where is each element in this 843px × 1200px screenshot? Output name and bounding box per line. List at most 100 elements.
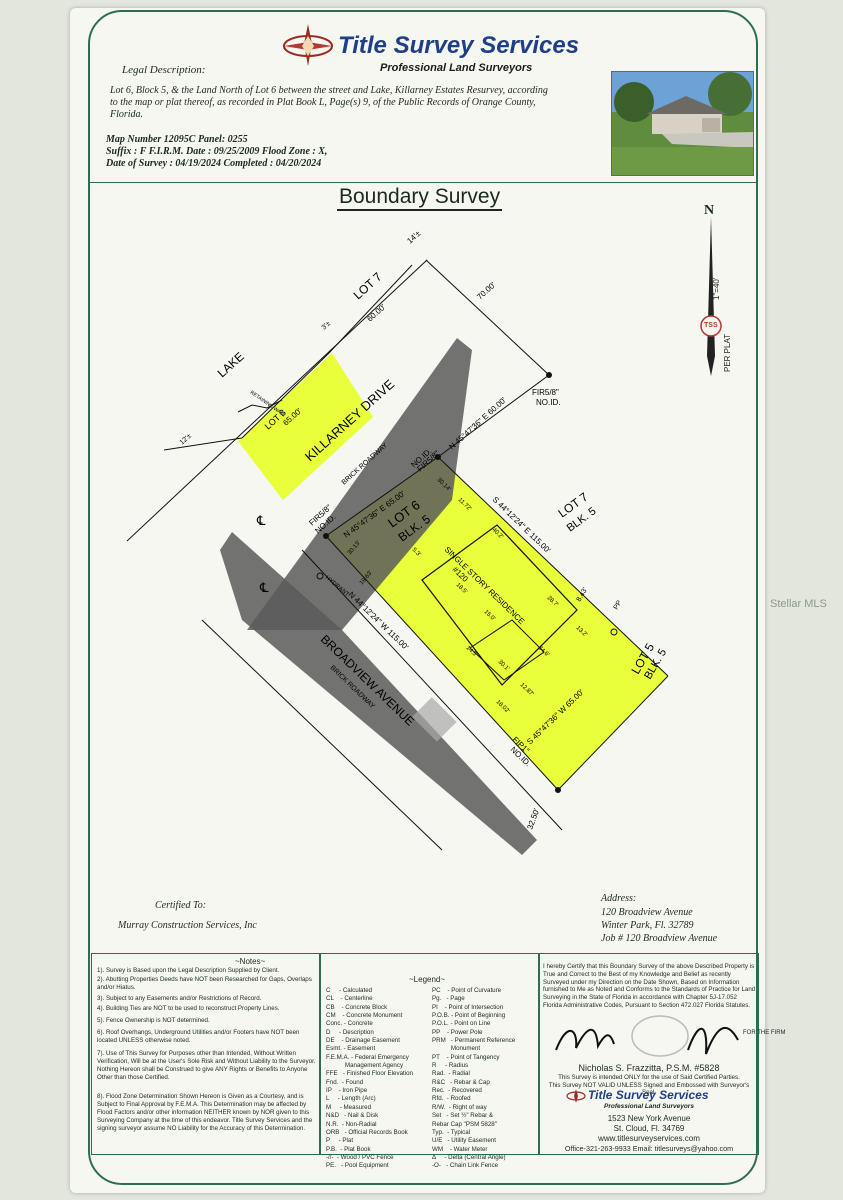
tss-seal-label: TSS: [704, 322, 718, 329]
legend-entry: WM - Water Meter: [432, 1145, 488, 1153]
legend-entry: IP - Iron Pipe: [326, 1087, 368, 1095]
note-item: 3). Subject to any Easements and/or Rest…: [97, 995, 262, 1002]
legend-entry: CM - Concrete Monument: [326, 1012, 403, 1020]
legal-description-label: Legal Description:: [122, 64, 206, 76]
legend-entry: FFE - Finished Floor Elevation: [326, 1070, 413, 1078]
note-item: 1). Survey is Based upon the Legal Descr…: [97, 967, 280, 974]
dim-14: 14'±: [405, 228, 422, 245]
certification-text: I hereby Certify that this Boundary Surv…: [543, 963, 756, 1009]
legend-entry: Monument: [432, 1045, 481, 1053]
legend-entry: -//- - Wood / PVC Fence: [326, 1153, 394, 1161]
flood-zone-line: Suffix : F F.I.R.M. Date : 09/25/2009 Fl…: [106, 146, 328, 157]
address-label: Address:: [601, 893, 637, 904]
brand-title: Title Survey Services: [338, 32, 580, 59]
validity-note-1: This Survey is intended ONLY for the use…: [558, 1074, 740, 1081]
scale-label: 1"=40': [712, 277, 721, 300]
dim-70: 70.00': [475, 280, 497, 301]
legend-entry: F.E.M.A. - Federal Emergency: [326, 1053, 409, 1061]
compass-logo-icon: [283, 24, 333, 66]
legend-entry: Conc. - Concrete: [326, 1020, 373, 1028]
certified-label: Certified To:: [155, 900, 207, 911]
note-item: 2). Abutting Properties Deeds have NOT b…: [97, 976, 312, 991]
note-item: 8). Flood Zone Determination Shown Hereo…: [97, 1093, 313, 1132]
footer-brand: Title Survey Services: [588, 1088, 709, 1102]
surveyor-signature-icon: [555, 1015, 739, 1057]
notes-title: ~Notes~: [235, 957, 266, 966]
legend-entry: Typ. - Typical: [432, 1128, 471, 1136]
dim-12: 12'±: [179, 433, 193, 447]
footer-logo-icon: [566, 1089, 586, 1103]
dim-32-5: 32.50': [525, 807, 541, 831]
power-pole-icon: [610, 628, 618, 636]
lot8-highlight: [238, 353, 373, 500]
legend-entry: N&D - Nail & Disk: [326, 1112, 379, 1120]
notes-box: [91, 953, 320, 1155]
note-item: 6). Roof Overhangs, Underground Utilitie…: [97, 1029, 300, 1044]
legend-entry: Fnd. - Found: [326, 1078, 364, 1086]
legend-box: [320, 953, 539, 1155]
legend-entry: R/W. - Right of way: [432, 1103, 487, 1111]
legend-entry: Pg. - Page: [432, 995, 465, 1003]
footer-subtitle: Professional Land Surveyors: [604, 1103, 694, 1110]
legend-entry: Rfd. - Roofed: [432, 1095, 471, 1103]
brand-subtitle: Professional Land Surveyors: [380, 62, 533, 74]
legend-entry: PT - Point of Tangency: [432, 1053, 500, 1061]
legend-entry: Esmt. - Easement: [326, 1045, 376, 1053]
legend-entry: P - Plat: [326, 1137, 354, 1145]
footer-website: www.titlesurveyservices.com: [598, 1134, 700, 1143]
noid-top-label: NO.ID.: [536, 398, 560, 407]
legend-entry: CL - Centerline: [326, 995, 373, 1003]
broadview-road: [220, 532, 537, 855]
legend-entry: DE - Drainage Easement: [326, 1037, 400, 1045]
dim-3: 3'±: [321, 320, 333, 331]
survey-frame: [88, 10, 758, 1185]
survey-date-line: Date of Survey : 04/19/2024 Completed : …: [106, 158, 322, 169]
dim-d15: 5.3': [411, 547, 422, 558]
legend-entry: P.O.L. - Point on Line: [432, 1020, 491, 1028]
legend-entry: C - Calculated: [326, 987, 373, 994]
certified-to: Murray Construction Services, Inc: [118, 920, 257, 931]
legend-entry: PC - Point of Curvature: [432, 987, 502, 994]
map-number: Map Number 12095C Panel: 0255: [106, 134, 248, 145]
legend-entry: Rec. - Recovered: [432, 1087, 482, 1095]
legend-entry: N.R. - Non-Radial: [326, 1120, 377, 1128]
legend-entry: -O- - Chain Link Fence: [432, 1162, 499, 1170]
legend-entry: PE. - Pool Equipment: [326, 1162, 389, 1170]
legend-entry: Management Agency: [326, 1062, 404, 1070]
mls-watermark: Stellar MLS: [770, 598, 827, 610]
legend-entry: Rad. - Radial: [432, 1070, 470, 1078]
legal-description-text: Lot 6, Block 5, & the Land North of Lot …: [110, 85, 548, 120]
legend-entry: R - Radius: [432, 1062, 469, 1070]
legend-entry: PI - Point of Intersection: [432, 1003, 504, 1011]
fir-marker-left: [323, 533, 329, 539]
address-line2: Winter Park, Fl. 32789: [601, 920, 694, 931]
killarney-road: [247, 338, 472, 630]
survey-title: Boundary Survey: [337, 185, 503, 211]
header-divider: [89, 182, 757, 183]
legend-entry: PRM - Permanent Reference: [432, 1037, 516, 1045]
dim-60a: 60.00': [365, 302, 387, 323]
north-label: N: [704, 203, 715, 218]
legend-entry: D - Description: [326, 1028, 374, 1036]
note-item: 5). Fence Ownership is NOT determined.: [97, 1017, 210, 1024]
for-the-firm-label: FOR THE FIRM: [743, 1030, 786, 1036]
legend-entry: U/E - Utility Easement: [432, 1137, 496, 1145]
footer-contact: Office-321-263-9933 Email: titlesurveys@…: [564, 1144, 734, 1153]
legend-title: ~Legend~: [409, 975, 446, 984]
address-line1: 120 Broadview Avenue: [601, 907, 693, 918]
legend-entry: Rebar Cap "PSM 5828": [432, 1120, 497, 1128]
pp-label: PP: [613, 599, 624, 611]
legend-entry: Set - Set ½" Rebar &: [432, 1112, 494, 1120]
note-item: 4). Building Ties are NOT to be used to …: [97, 1005, 280, 1012]
note-item: 7). Use of This Survey for Purposes othe…: [97, 1050, 316, 1081]
fip-marker: [555, 787, 561, 793]
lot7-top-label: LOT 7: [351, 269, 385, 302]
centerline-icon-2: ℄: [259, 581, 269, 596]
surveyor-name: Nicholas S. Frazzitta, P.S.M. #5828: [578, 1063, 720, 1073]
boundary-survey-plan: LOT 7 LAKE RETAINING WALL LOT 8 65.00' 1…: [126, 228, 669, 855]
fir-marker-mid: [435, 454, 441, 460]
lake-label: LAKE: [215, 349, 247, 380]
legend-entry: L - Length (Arc): [326, 1095, 376, 1103]
